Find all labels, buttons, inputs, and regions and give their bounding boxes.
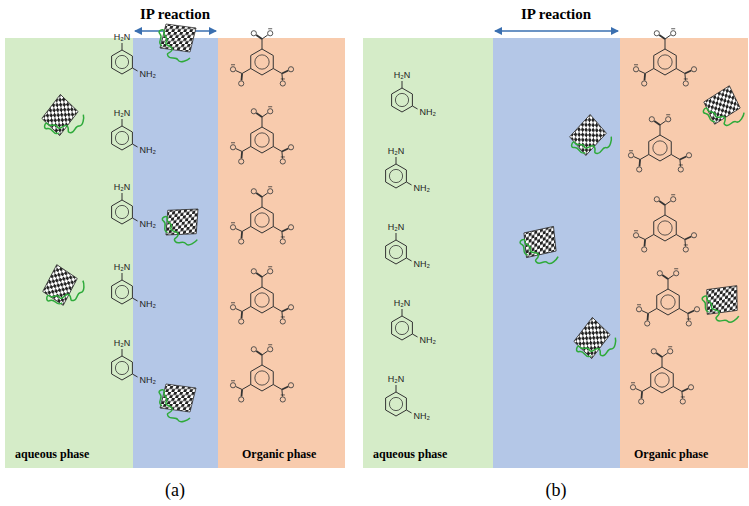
aqueous-band <box>5 38 133 468</box>
amine-group: H₂N <box>394 298 411 308</box>
amine-group: NH₂ <box>140 69 157 79</box>
amine-group: H₂N <box>114 108 131 118</box>
phase-label: aqueous phase <box>15 447 89 462</box>
amine-group: NH₂ <box>140 299 157 309</box>
amine-group: NH₂ <box>414 411 431 421</box>
panel-label: (a) <box>165 480 185 501</box>
phase-band: aqueous phase <box>5 38 133 468</box>
amine-group: NH₂ <box>140 219 157 229</box>
nanosheets <box>38 24 749 422</box>
amine-group: NH₂ <box>140 375 157 385</box>
amine-group: H₂N <box>388 374 405 384</box>
phase-label: Organic phase <box>634 447 708 462</box>
amine-group: H₂N <box>114 32 131 42</box>
zone-label: IP reaction <box>521 6 591 23</box>
reaction-band <box>133 38 218 468</box>
amine-group: NH₂ <box>414 259 431 269</box>
amine-group: H₂N <box>114 338 131 348</box>
molecules <box>112 29 700 416</box>
amine-group: NH₂ <box>420 335 437 345</box>
amine-group: H₂N <box>394 70 411 80</box>
zone-label: IP reaction <box>140 6 210 23</box>
amine-group: H₂N <box>388 222 405 232</box>
panel-label: (b) <box>546 480 567 501</box>
double-arrow <box>495 30 618 32</box>
phase-label: aqueous phase <box>373 447 447 462</box>
phase-band: Organic phase <box>218 38 345 468</box>
amine-group: NH₂ <box>414 183 431 193</box>
phase-band: aqueous phase <box>363 38 493 468</box>
phase-band: Organic phase <box>620 38 748 468</box>
amine-group: H₂N <box>388 146 405 156</box>
amine-group: NH₂ <box>140 145 157 155</box>
amine-group: H₂N <box>114 182 131 192</box>
amine-group: H₂N <box>114 262 131 272</box>
reaction-band <box>493 38 620 468</box>
amine-group: NH₂ <box>420 107 437 117</box>
phase-label: Organic phase <box>242 447 316 462</box>
organic-band <box>218 38 345 468</box>
aqueous-band <box>363 38 493 468</box>
